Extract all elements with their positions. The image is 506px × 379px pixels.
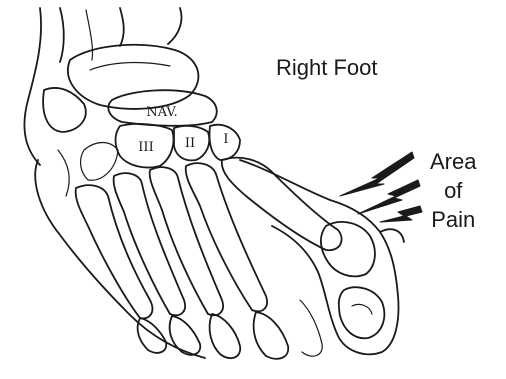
big-toe <box>240 160 404 354</box>
navicular-label: NAV. <box>146 105 177 120</box>
pain-label-line-2: of <box>430 176 476 205</box>
metatarsal-bones <box>76 158 342 319</box>
pain-indicator-bolts <box>340 152 422 222</box>
pain-label-line-1: Area <box>430 147 476 176</box>
pain-label-line-3: Pain <box>430 205 476 234</box>
area-of-pain-label: Area of Pain <box>430 147 476 234</box>
toe-bones <box>138 300 323 359</box>
diagram-title: Right Foot <box>276 55 378 81</box>
leg-outline <box>24 8 181 165</box>
cuneiform-2-label: II <box>185 136 195 151</box>
pain-bolt-3 <box>380 206 422 222</box>
cuneiform-3-label: III <box>138 140 153 155</box>
cuneiform-bones: III II I <box>81 124 240 180</box>
cuneiform-1-label: I <box>223 132 228 147</box>
